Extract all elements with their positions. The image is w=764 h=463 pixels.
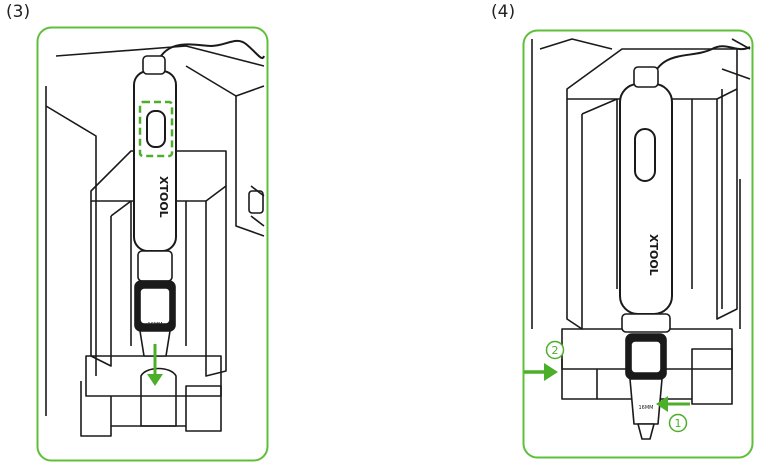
lens-text-4: 16MM (639, 405, 654, 411)
step-4-label: (4) (491, 2, 515, 22)
callout-2: 2 (547, 342, 564, 359)
svg-text:2: 2 (552, 344, 559, 357)
step-3-label: (3) (6, 2, 30, 22)
step-3-illustration: XTOOL 16MM (36, 26, 269, 462)
brand-text-4: XTOOL (647, 234, 660, 276)
step-4-illustration: XTOOL 16MM 2 1 (522, 29, 754, 459)
callout-1: 1 (670, 415, 687, 432)
lens-text: 16MM (148, 322, 163, 328)
brand-text: XTOOL (157, 176, 170, 218)
svg-text:1: 1 (675, 417, 682, 430)
